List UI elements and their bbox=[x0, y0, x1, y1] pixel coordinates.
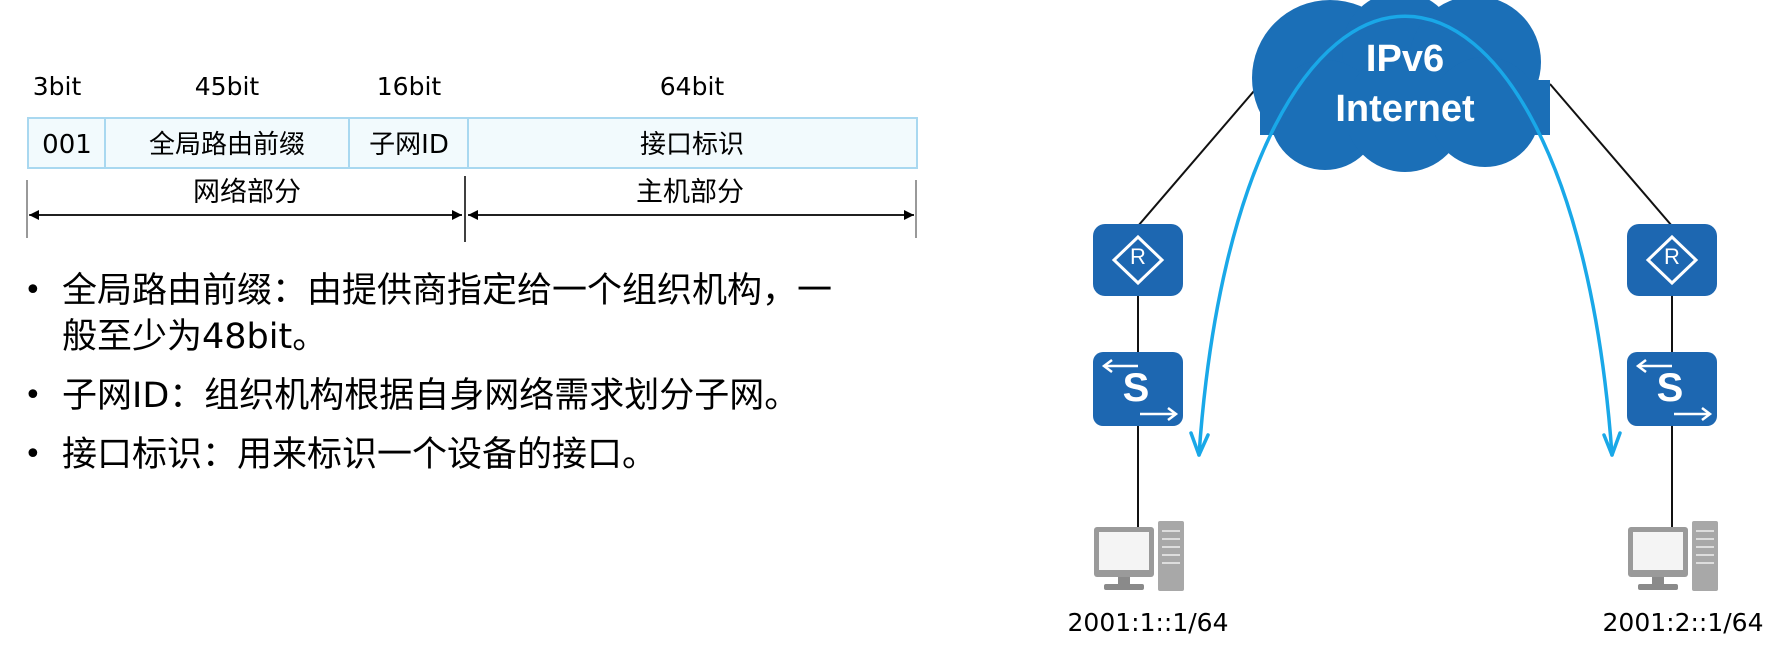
switch-left bbox=[1093, 352, 1183, 426]
arc-arrowhead-right bbox=[1602, 431, 1622, 457]
bit-width-label: 64bit bbox=[659, 72, 725, 101]
router-body bbox=[1627, 224, 1717, 296]
list-item: • 子网ID：组织机构根据自身网络需求划分子网。 bbox=[24, 373, 924, 419]
address-format-table bbox=[27, 117, 918, 169]
bullet-marker: • bbox=[24, 437, 42, 472]
network-part-label: 网络部分 bbox=[193, 177, 301, 208]
bullet-text-continued: 般至少为48bit。 bbox=[62, 317, 328, 357]
bit-width-label: 45bit bbox=[194, 72, 260, 101]
arc-curve bbox=[1197, 14, 1614, 457]
link-cloud-router-left bbox=[1137, 83, 1261, 227]
arc-arrowhead-left bbox=[1189, 431, 1210, 457]
bullet-marker: • bbox=[24, 378, 42, 413]
list-item: • 接口标识：用来标识一个设备的接口。 bbox=[24, 432, 924, 478]
table-frame bbox=[27, 117, 918, 169]
pc-icon bbox=[1628, 521, 1718, 591]
list-item: • 全局路由前缀：由提供商指定给一个组织机构，一 般至少为48bit。 bbox=[24, 268, 924, 360]
ipv6-internet-cloud bbox=[1252, 0, 1550, 172]
switch-right bbox=[1627, 352, 1717, 426]
bit-width-label: 3bit bbox=[32, 72, 82, 101]
router-body bbox=[1093, 224, 1183, 296]
network-links bbox=[1137, 83, 1673, 528]
bullet-text: 接口标识：用来标识一个设备的接口。 bbox=[62, 435, 658, 475]
pc-icon bbox=[1094, 521, 1184, 591]
bullet-text: 子网ID：组织机构根据自身网络需求划分子网。 bbox=[62, 376, 800, 416]
switch-arrows-icon bbox=[1101, 359, 1179, 421]
part-markers bbox=[26, 176, 917, 242]
router-icon bbox=[1111, 234, 1165, 286]
field-global-routing-prefix: 全局路由前缀 bbox=[148, 130, 306, 160]
host-left-address: 2001:1::1/64 bbox=[1067, 608, 1229, 637]
router-icon bbox=[1645, 234, 1699, 286]
router-label: R bbox=[1664, 244, 1680, 269]
router-right bbox=[1627, 224, 1717, 296]
switch-arrows-icon bbox=[1635, 359, 1713, 421]
host-right-address: 2001:2::1/64 bbox=[1602, 608, 1764, 637]
bullet-marker: • bbox=[24, 273, 42, 308]
switch-body bbox=[1627, 352, 1717, 426]
field-interface-id: 接口标识 bbox=[639, 130, 745, 160]
switch-body bbox=[1093, 352, 1183, 426]
router-label: R bbox=[1130, 244, 1146, 269]
host-part-label: 主机部分 bbox=[636, 177, 744, 208]
bit-width-label: 16bit bbox=[376, 72, 442, 101]
explanation-list: • 全局路由前缀：由提供商指定给一个组织机构，一 般至少为48bit。 • 子网… bbox=[24, 268, 924, 491]
cloud-title-line1: IPv6 bbox=[1365, 38, 1445, 80]
router-left bbox=[1093, 224, 1183, 296]
field-prefix-bits: 001 bbox=[42, 130, 92, 160]
bullet-text: 全局路由前缀：由提供商指定给一个组织机构，一 bbox=[62, 271, 833, 311]
link-cloud-router-right bbox=[1549, 83, 1673, 227]
cloud-title-line2: Internet bbox=[1335, 88, 1475, 130]
ipv6-path-arc bbox=[1189, 14, 1622, 457]
field-subnet-id: 子网ID bbox=[369, 130, 449, 160]
switch-label: S bbox=[1122, 366, 1150, 410]
switch-label: S bbox=[1656, 366, 1684, 410]
